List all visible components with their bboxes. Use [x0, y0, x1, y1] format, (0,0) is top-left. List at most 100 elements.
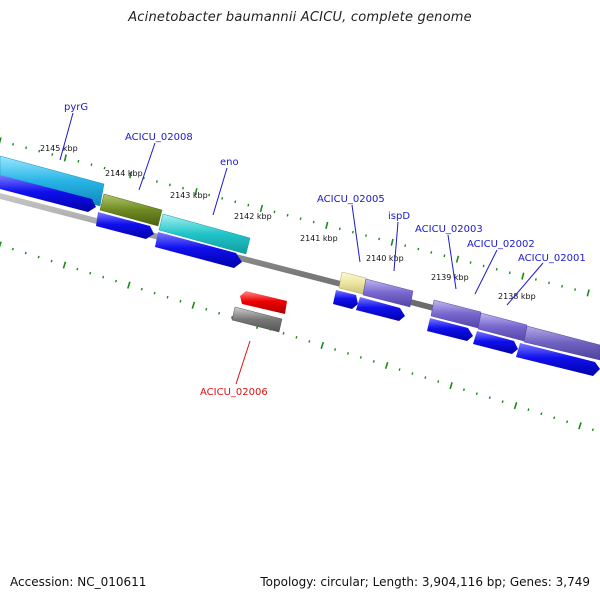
gene-label-ispD[interactable]: ispD — [388, 211, 410, 222]
gene-band-ACICU_02006 — [231, 306, 283, 333]
tick-major — [586, 289, 590, 297]
tick-minor — [103, 166, 106, 170]
kbp-label-2143: 2143 kbp — [170, 191, 208, 200]
tick-minor — [234, 200, 237, 204]
tick-minor — [534, 278, 537, 281]
cds-arrow-ACICU_02005 — [333, 290, 358, 309]
tick-minor — [404, 244, 407, 247]
tick-minor — [351, 230, 354, 234]
tick-minor — [11, 247, 14, 251]
tick-major — [320, 341, 325, 350]
tick-minor — [168, 183, 171, 187]
tick-minor — [417, 247, 420, 251]
tick-minor — [591, 428, 594, 432]
tick-minor — [247, 203, 250, 207]
tick-major — [63, 154, 67, 162]
tick-minor — [443, 254, 446, 258]
tick-minor — [50, 259, 53, 263]
tick-minor — [430, 251, 433, 254]
tick-minor — [495, 268, 498, 271]
gene-label-ACICU_02001[interactable]: ACICU_02001 — [518, 253, 586, 264]
tick-minor — [566, 420, 569, 424]
gene-label-leaders — [59, 112, 544, 306]
gene-band-ACICU_02008 — [99, 193, 163, 227]
tick-minor — [38, 149, 41, 153]
gene-band-pyrG — [0, 155, 105, 207]
gene-band-ispD — [362, 278, 414, 308]
gene-band-eno — [158, 213, 251, 255]
tick-major — [0, 137, 2, 145]
tick-minor — [182, 186, 184, 190]
tick-minor — [346, 352, 349, 355]
tick-minor — [548, 281, 550, 285]
tick-minor — [540, 412, 543, 416]
tick-minor — [205, 307, 208, 311]
tick-minor — [25, 146, 28, 150]
gene-label-ACICU_02006[interactable]: ACICU_02006 — [200, 387, 268, 398]
tick-minor — [114, 279, 118, 283]
tick-minor — [76, 267, 79, 271]
tick-major — [384, 361, 389, 370]
cds-arrow-ispD — [356, 297, 405, 321]
tick-minor — [286, 213, 289, 217]
cds-arrow-pyrG — [0, 175, 96, 212]
tick-minor — [218, 311, 221, 315]
tick-major — [513, 402, 518, 410]
tick-major — [127, 281, 131, 289]
tick-minor — [208, 193, 211, 197]
tick-minor — [378, 237, 381, 241]
tick-major — [325, 221, 329, 229]
tick-minor — [77, 159, 80, 163]
gene-label-ACICU_02005[interactable]: ACICU_02005 — [317, 194, 385, 205]
tick-minor — [155, 180, 158, 183]
tick-minor — [437, 380, 440, 383]
tick-major — [521, 272, 525, 280]
tick-major — [0, 241, 2, 248]
tick-minor — [334, 348, 337, 351]
tick-ruler-upper — [0, 137, 590, 297]
tick-minor — [153, 291, 156, 295]
kbp-label-2139: 2139 kbp — [431, 273, 469, 282]
tick-major — [129, 171, 133, 179]
gene-label-ACICU_02003[interactable]: ACICU_02003 — [415, 224, 483, 235]
tick-minor — [475, 392, 478, 396]
tick-ruler-lower — [0, 241, 594, 432]
tick-minor — [553, 416, 556, 420]
tick-major — [449, 382, 453, 390]
cds-arrow-ACICU_02006 — [240, 291, 287, 314]
cds-arrow-ACICU_02002 — [473, 331, 518, 354]
cds-arrow-ACICU_02001 — [516, 343, 600, 376]
tick-minor — [338, 227, 341, 231]
gene-label-eno[interactable]: eno — [220, 157, 239, 168]
kbp-label-2140: 2140 kbp — [366, 254, 404, 263]
tick-minor — [273, 210, 276, 214]
gene-label-ACICU_02002[interactable]: ACICU_02002 — [467, 239, 535, 250]
tick-minor — [469, 261, 472, 264]
kbp-label-2142: 2142 kbp — [234, 212, 272, 221]
tick-minor — [37, 255, 40, 259]
tick-minor — [166, 295, 169, 299]
tick-minor — [482, 264, 485, 268]
tick-minor — [508, 271, 511, 275]
tick-major — [259, 204, 264, 213]
tick-major — [194, 188, 198, 196]
gene-band-ACICU_02001 — [523, 325, 600, 361]
gene-label-ACICU_02008[interactable]: ACICU_02008 — [125, 132, 193, 143]
gene-label-pyrG[interactable]: pyrG — [64, 102, 88, 113]
accession-text: Accession: NC_010611 — [10, 575, 147, 589]
tick-major — [62, 261, 67, 269]
kbp-label-2144: 2144 kbp — [105, 169, 143, 178]
tick-minor — [462, 388, 465, 392]
tick-minor — [102, 275, 105, 279]
tick-minor — [24, 251, 27, 255]
tick-minor — [90, 163, 93, 166]
genome-summary-text: Topology: circular; Length: 3,904,116 bp… — [260, 575, 590, 589]
tick-minor — [282, 331, 285, 335]
tick-minor — [398, 368, 401, 371]
tick-minor — [116, 170, 119, 173]
tick-minor — [179, 299, 182, 303]
tick-minor — [12, 143, 15, 146]
tick-minor — [308, 340, 311, 343]
gene-label-leader-red — [235, 340, 251, 385]
tick-minor — [561, 284, 563, 288]
